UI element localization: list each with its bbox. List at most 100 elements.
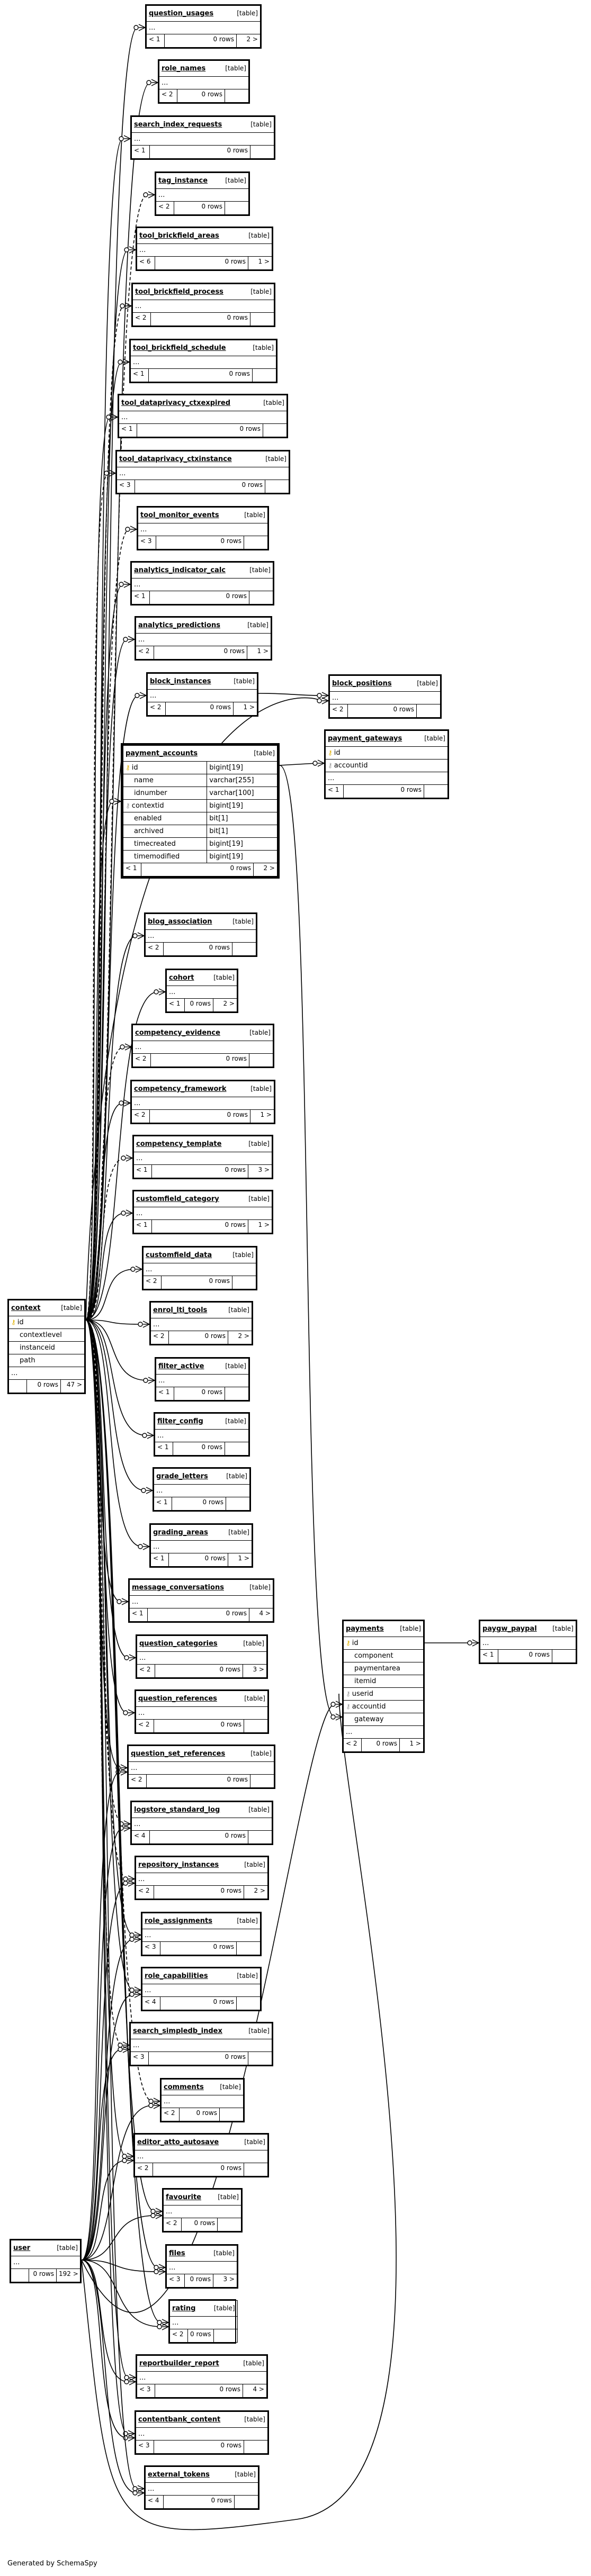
parent-count[interactable]: < 3 (117, 480, 135, 493)
table-name[interactable]: message_conversations (132, 1584, 224, 1592)
parent-count[interactable]: < 1 (326, 785, 344, 798)
table-name[interactable]: payment_gateways (328, 735, 402, 743)
table-name[interactable]: logstore_standard_log (134, 1806, 220, 1814)
child-count[interactable]: 4 > (259, 1610, 271, 1617)
parent-count[interactable]: < 1 (480, 1650, 498, 1662)
table-name[interactable]: role_capabilities (145, 1972, 208, 1980)
table-name[interactable]: favourite (166, 2193, 201, 2201)
parent-count[interactable]: < 1 (123, 863, 141, 876)
parent-count[interactable]: < 1 (119, 424, 137, 437)
child-count[interactable] (250, 146, 274, 158)
child-count[interactable]: 3 > (258, 1166, 270, 1173)
child-count[interactable]: 1 > (260, 1111, 272, 1118)
parent-count[interactable]: < 1 (154, 1497, 172, 1510)
parent-count[interactable]: < 1 (132, 146, 150, 158)
child-count[interactable]: 1 > (243, 703, 255, 711)
parent-count[interactable]: < 3 (138, 536, 156, 549)
child-count[interactable]: 1 > (238, 1554, 249, 1562)
table-name[interactable]: customfield_category (136, 1195, 219, 1203)
table-name[interactable]: grading_areas (153, 1529, 208, 1536)
table-name[interactable]: search_simpledb_index (133, 2027, 222, 2035)
parent-count[interactable]: < 3 (136, 2441, 154, 2453)
parent-count[interactable]: < 4 (142, 1997, 160, 2010)
child-count[interactable] (417, 704, 440, 717)
table-tool-dataprivacy-ctxinstance[interactable]: tool_dataprivacy_ctxinstance[table]...< … (115, 450, 290, 494)
table-tool-dataprivacy-ctxexpired[interactable]: tool_dataprivacy_ctxexpired[table]...< 1… (118, 394, 288, 438)
table-name[interactable]: question_references (138, 1695, 217, 1703)
child-count[interactable] (253, 369, 276, 382)
parent-count[interactable]: < 2 (148, 702, 166, 715)
child-count[interactable] (226, 1497, 249, 1510)
table-name[interactable]: tool_monitor_events (140, 511, 219, 519)
table-name[interactable]: tool_brickfield_process (135, 288, 223, 296)
parent-count[interactable]: < 2 (144, 1276, 162, 1289)
table-name[interactable]: question_usages (149, 10, 214, 17)
table-name[interactable]: blog_association (148, 918, 212, 926)
child-count[interactable] (249, 1054, 273, 1066)
child-count[interactable] (244, 536, 267, 549)
table-name[interactable]: block_instances (150, 677, 211, 685)
child-count[interactable]: 1 > (258, 258, 270, 265)
child-count[interactable]: 192 > (59, 2270, 78, 2277)
child-count[interactable] (250, 1775, 274, 1787)
table-name[interactable]: payment_accounts (126, 749, 198, 757)
parent-count[interactable]: < 3 (137, 2384, 155, 2397)
table-name[interactable]: payments (346, 1625, 384, 1633)
table-name[interactable]: comments (164, 2083, 204, 2091)
child-count[interactable] (248, 1831, 272, 1843)
parent-count[interactable]: < 2 (137, 1665, 155, 1677)
parent-count[interactable]: < 1 (134, 1165, 152, 1178)
parent-count[interactable]: < 2 (136, 1886, 154, 1899)
table-name[interactable]: repository_instances (138, 1861, 219, 1869)
table-name[interactable]: paygw_paypal (482, 1625, 537, 1633)
table-name[interactable]: block_positions (332, 680, 392, 688)
child-count[interactable] (249, 591, 273, 604)
parent-count[interactable]: < 1 (131, 369, 149, 382)
parent-count[interactable]: < 2 (136, 1720, 154, 1732)
table-name[interactable]: filter_config (157, 1417, 203, 1425)
parent-count[interactable]: < 2 (151, 1331, 169, 1344)
child-count[interactable] (218, 2218, 241, 2231)
child-count[interactable] (225, 1387, 248, 1400)
child-count[interactable] (237, 1997, 260, 2010)
child-count[interactable] (225, 1442, 248, 1455)
parent-count[interactable]: < 6 (137, 257, 155, 269)
child-count[interactable] (220, 2108, 243, 2121)
table-name[interactable]: tool_brickfield_areas (139, 232, 219, 240)
table-name[interactable]: analytics_indicator_calc (134, 566, 226, 574)
table-name[interactable]: contentbank_content (138, 2416, 221, 2424)
parent-count[interactable]: < 2 (146, 943, 164, 955)
parent-count[interactable]: < 2 (133, 313, 151, 326)
table-name[interactable]: search_index_requests (134, 121, 222, 129)
table-name[interactable]: tag_instance (158, 177, 208, 185)
table-name[interactable]: external_tokens (148, 2471, 210, 2479)
parent-count[interactable]: < 4 (132, 1831, 150, 1843)
